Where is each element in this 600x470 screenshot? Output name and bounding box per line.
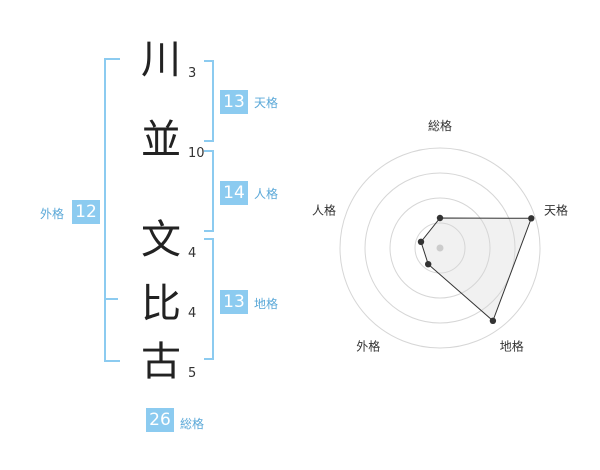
radar-center-point (436, 244, 444, 252)
gaikaku-bracket (104, 58, 120, 362)
chikaku-bracket (204, 238, 214, 360)
radar-ring-2 (389, 197, 491, 299)
gaikaku-bracket-tick (106, 298, 118, 300)
chikaku-badge: 13 (220, 290, 248, 314)
radar-point-4 (425, 261, 432, 268)
stroke-count-1: 3 (188, 66, 197, 81)
radar-axis-label-1: 総格 (428, 118, 452, 133)
name-character-1: 川 (141, 37, 181, 83)
radar-axis-label-2: 天格 (544, 202, 568, 217)
radar-ring-1 (414, 222, 466, 274)
radar-axis-label-3: 地格 (500, 339, 524, 354)
soukaku-badge: 26 (146, 408, 174, 432)
name-character-2: 並 (141, 117, 181, 163)
stroke-count-2: 10 (188, 146, 205, 161)
radar-point-3 (489, 317, 497, 324)
jinkaku-bracket (204, 150, 214, 232)
radar-ring-4 (339, 147, 541, 349)
radar-axis-label-5: 人格 (312, 202, 336, 217)
radar-axis-label-4: 外格 (356, 339, 380, 354)
tenkaku-badge: 13 (220, 90, 248, 114)
radar-ring-3 (364, 172, 516, 324)
soukaku-label: 総格 (180, 417, 205, 431)
gaikaku-label: 外格 (40, 207, 65, 221)
stroke-count-5: 5 (188, 366, 197, 381)
jinkaku-label: 人格 (254, 187, 279, 201)
name-character-5: 古 (141, 339, 181, 385)
gaikaku-badge: 12 (72, 200, 100, 224)
name-character-4: 比 (141, 281, 181, 327)
radar-point-1 (436, 214, 444, 222)
tenkaku-label: 天格 (254, 96, 279, 110)
radar-value-area (420, 217, 533, 322)
radar-point-2 (528, 215, 535, 222)
radar-point-5 (417, 238, 425, 245)
chikaku-label: 地格 (254, 297, 279, 311)
stroke-count-4: 4 (188, 306, 197, 321)
stroke-count-3: 4 (188, 246, 197, 261)
tenkaku-bracket (204, 60, 214, 142)
name-character-3: 文 (141, 217, 181, 263)
jinkaku-badge: 14 (220, 181, 248, 205)
